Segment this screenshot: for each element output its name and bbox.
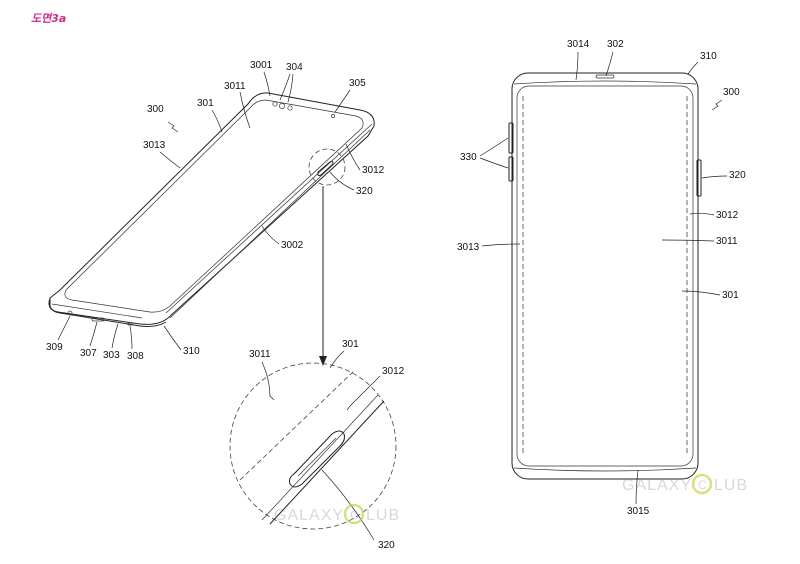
label-303: 303 xyxy=(103,350,120,361)
watermark-text-left-2: GALAXY xyxy=(622,477,692,494)
label-320: 320 xyxy=(356,186,373,197)
right-device-drawing xyxy=(508,72,702,480)
label-308: 308 xyxy=(127,351,144,362)
detail-label-320: 320 xyxy=(378,540,395,551)
label-3002: 3002 xyxy=(281,240,304,251)
right-label-320: 320 xyxy=(729,170,746,181)
right-device-labels: 3014 302 310 300 330 320 3012 3013 3011 … xyxy=(457,39,746,517)
watermark-text-right: LUB xyxy=(366,507,400,524)
right-label-3013: 3013 xyxy=(457,242,480,253)
watermark-detail: GALAXY C LUB xyxy=(274,503,400,525)
detail-label-301: 301 xyxy=(342,339,359,350)
left-device-drawing xyxy=(48,92,375,366)
right-label-3015: 3015 xyxy=(627,506,650,517)
label-3012: 3012 xyxy=(362,165,385,176)
right-label-300: 300 xyxy=(723,87,740,98)
detail-view-drawing xyxy=(229,362,397,530)
right-label-302: 302 xyxy=(607,39,624,50)
label-3011: 3011 xyxy=(224,81,246,92)
watermark-right: GALAXY C LUB xyxy=(622,473,748,495)
right-label-330: 330 xyxy=(460,152,477,163)
label-3013: 3013 xyxy=(143,140,166,151)
label-310: 310 xyxy=(183,346,200,357)
watermark-text-left: GALAXY xyxy=(274,507,344,524)
label-309: 309 xyxy=(46,342,63,353)
label-301: 301 xyxy=(197,98,214,109)
watermark-text-right-2: LUB xyxy=(714,477,748,494)
right-label-3012: 3012 xyxy=(716,210,739,221)
label-300: 300 xyxy=(147,104,164,115)
label-307: 307 xyxy=(80,348,97,359)
detail-label-3011: 3011 xyxy=(249,349,271,360)
figure-number: 도면3a xyxy=(31,12,67,25)
label-3001: 3001 xyxy=(250,60,273,71)
watermark-badge-2: C xyxy=(698,478,708,492)
detail-label-3012: 3012 xyxy=(382,366,405,377)
label-305: 305 xyxy=(349,78,366,89)
watermark-badge: C xyxy=(350,508,360,522)
right-label-3011: 3011 xyxy=(716,236,738,247)
left-device-labels: 300 301 3011 3001 304 305 3013 3012 320 … xyxy=(46,60,385,362)
right-label-301: 301 xyxy=(722,290,739,301)
right-label-310: 310 xyxy=(700,51,717,62)
label-304: 304 xyxy=(286,62,303,73)
right-label-3014: 3014 xyxy=(567,39,590,50)
detail-view-labels: 3011 301 3012 320 xyxy=(249,339,405,551)
